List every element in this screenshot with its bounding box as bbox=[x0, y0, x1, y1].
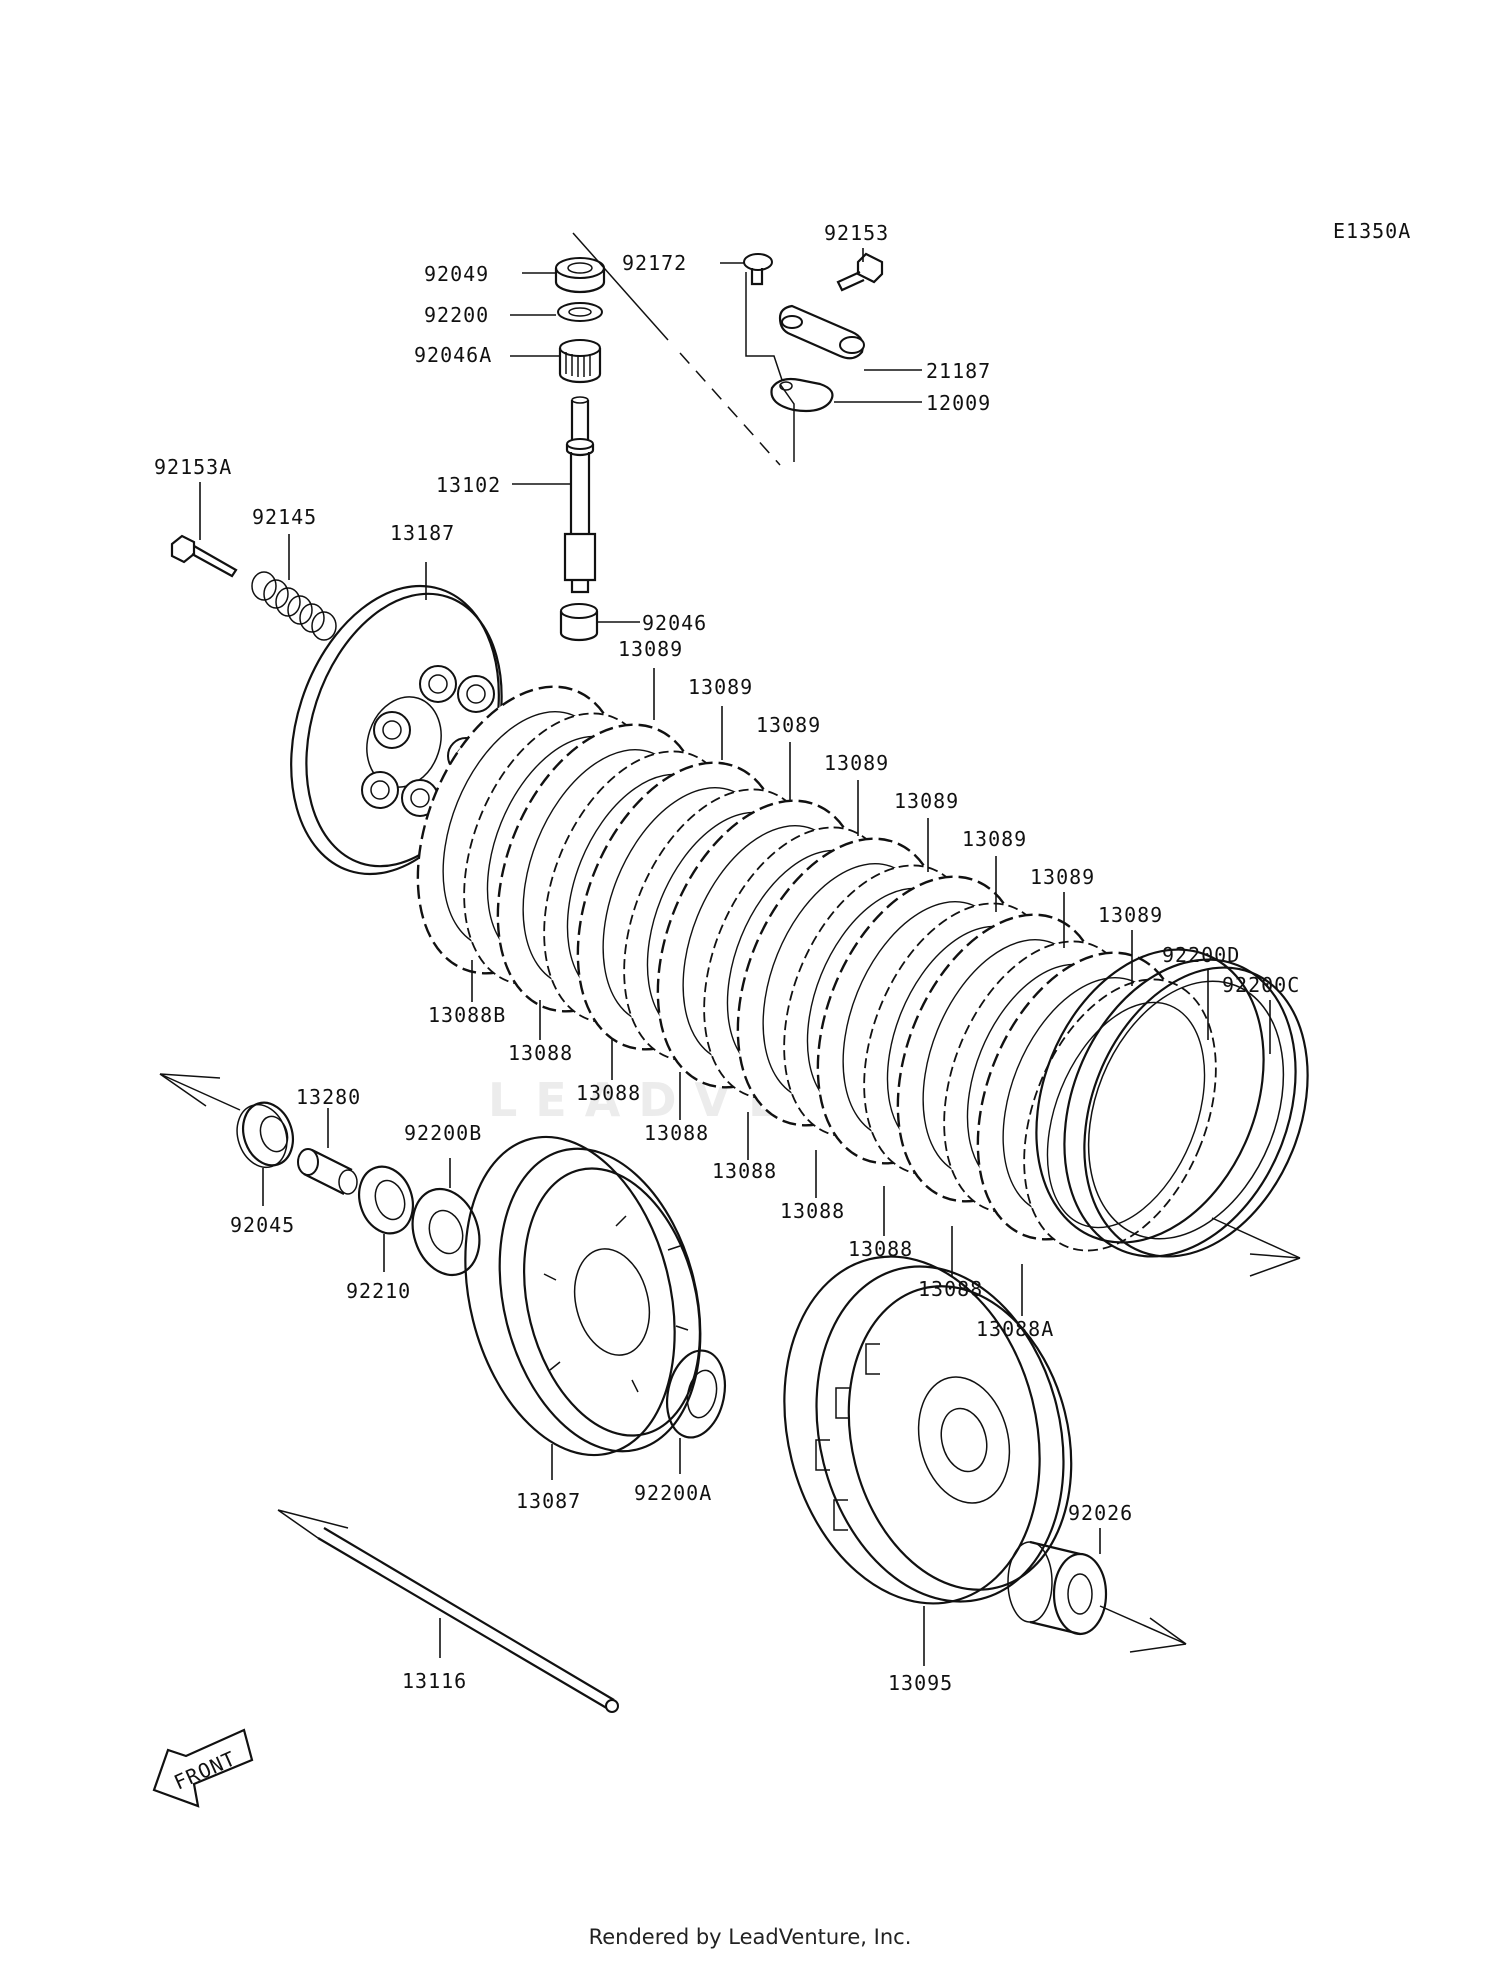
rendered-by-footer: Rendered by LeadVenture, Inc. bbox=[588, 1925, 912, 1949]
part-label-92200c: 92200C bbox=[1222, 973, 1300, 997]
part-label-13088-5: 13088 bbox=[780, 1199, 845, 1223]
axis-line-top bbox=[572, 232, 669, 341]
part-label-13088-6: 13088 bbox=[848, 1237, 913, 1261]
axis-line-dashed bbox=[679, 352, 781, 466]
part-label-13095: 13095 bbox=[888, 1671, 953, 1695]
pushrod-13116 bbox=[277, 1509, 619, 1713]
part-label-13089-6: 13089 bbox=[962, 827, 1027, 851]
part-label-92046a: 92046A bbox=[414, 343, 492, 367]
washer-92200a bbox=[666, 1349, 726, 1439]
bolt-92153 bbox=[836, 252, 884, 292]
screw-92172 bbox=[743, 253, 773, 286]
bolt-92153a bbox=[170, 534, 238, 578]
ball-bearing-92045 bbox=[236, 1101, 294, 1169]
part-label-13087: 13087 bbox=[516, 1489, 581, 1513]
part-label-92153: 92153 bbox=[824, 221, 889, 245]
diagram-code: E1350A bbox=[1333, 219, 1411, 243]
pressure-plate-13187 bbox=[290, 584, 503, 876]
axis-arrowhead-right bbox=[1249, 1253, 1301, 1277]
part-label-13089-1: 13089 bbox=[618, 637, 683, 661]
part-label-13089-5: 13089 bbox=[894, 789, 959, 813]
part-label-13088b: 13088B bbox=[428, 1003, 506, 1027]
part-label-13089-4: 13089 bbox=[824, 751, 889, 775]
plate-12009 bbox=[770, 377, 834, 413]
part-label-92046: 92046 bbox=[642, 611, 707, 635]
spring-92145 bbox=[251, 571, 337, 641]
front-direction-arrow: FRONT bbox=[152, 1728, 254, 1808]
part-label-92172: 92172 bbox=[622, 251, 687, 275]
part-label-13088a: 13088A bbox=[976, 1317, 1054, 1341]
part-label-92200b: 92200B bbox=[404, 1121, 482, 1145]
clutch-hub-13087 bbox=[464, 1135, 702, 1457]
oil-seal-92049 bbox=[554, 257, 606, 294]
part-label-21187: 21187 bbox=[926, 359, 991, 383]
sleeve-92026 bbox=[1007, 1540, 1108, 1636]
part-label-12009: 12009 bbox=[926, 391, 991, 415]
clutch-housing-13095 bbox=[783, 1255, 1073, 1605]
washer-92200d bbox=[1035, 948, 1265, 1244]
part-label-13089-3: 13089 bbox=[756, 713, 821, 737]
part-label-92049: 92049 bbox=[424, 262, 489, 286]
clutch-release-shaft-13102 bbox=[563, 396, 597, 594]
axis-line-left bbox=[159, 1073, 241, 1111]
part-label-92145: 92145 bbox=[252, 505, 317, 529]
part-label-13280: 13280 bbox=[296, 1085, 361, 1109]
axis-line-right bbox=[1211, 1217, 1301, 1259]
part-label-92045: 92045 bbox=[230, 1213, 295, 1237]
lever-leader bbox=[745, 272, 783, 381]
part-label-92026: 92026 bbox=[1068, 1501, 1133, 1525]
part-label-13089-7: 13089 bbox=[1030, 865, 1095, 889]
part-label-13088-3: 13088 bbox=[644, 1121, 709, 1145]
axis-arrowhead-left bbox=[159, 1073, 221, 1107]
part-label-13102: 13102 bbox=[436, 473, 501, 497]
needle-bearing-92046a bbox=[558, 339, 602, 384]
part-label-92200a: 92200A bbox=[634, 1481, 712, 1505]
part-label-13089-8: 13089 bbox=[1098, 903, 1163, 927]
clutch-lever-21187 bbox=[778, 304, 865, 360]
bearing-92210 bbox=[358, 1165, 414, 1235]
part-label-13088-4: 13088 bbox=[712, 1159, 777, 1183]
washer-92200 bbox=[557, 302, 603, 322]
part-label-13088-2: 13088 bbox=[576, 1081, 641, 1105]
part-label-13088-1: 13088 bbox=[508, 1041, 573, 1065]
part-label-92200: 92200 bbox=[424, 303, 489, 327]
part-labels: 92049 92200 92046A 13102 92046 92172 921… bbox=[154, 221, 1300, 1695]
leader-lines bbox=[199, 248, 1271, 1666]
part-label-13089-2: 13089 bbox=[688, 675, 753, 699]
part-label-13187: 13187 bbox=[390, 521, 455, 545]
part-label-92200d: 92200D bbox=[1162, 943, 1240, 967]
ring-92200c bbox=[1063, 958, 1309, 1258]
axis-arrowhead-lower-right bbox=[1129, 1617, 1187, 1653]
axis-line-lower-right bbox=[1099, 1605, 1187, 1645]
sleeve-13280 bbox=[297, 1148, 358, 1195]
part-label-92210: 92210 bbox=[346, 1279, 411, 1303]
needle-bearing-92046 bbox=[559, 603, 599, 642]
part-label-13088-7: 13088 bbox=[918, 1277, 983, 1301]
lever-frame-line bbox=[779, 383, 795, 462]
washer-92200b bbox=[411, 1187, 481, 1277]
part-label-92153a: 92153A bbox=[154, 455, 232, 479]
part-label-13116: 13116 bbox=[402, 1669, 467, 1693]
